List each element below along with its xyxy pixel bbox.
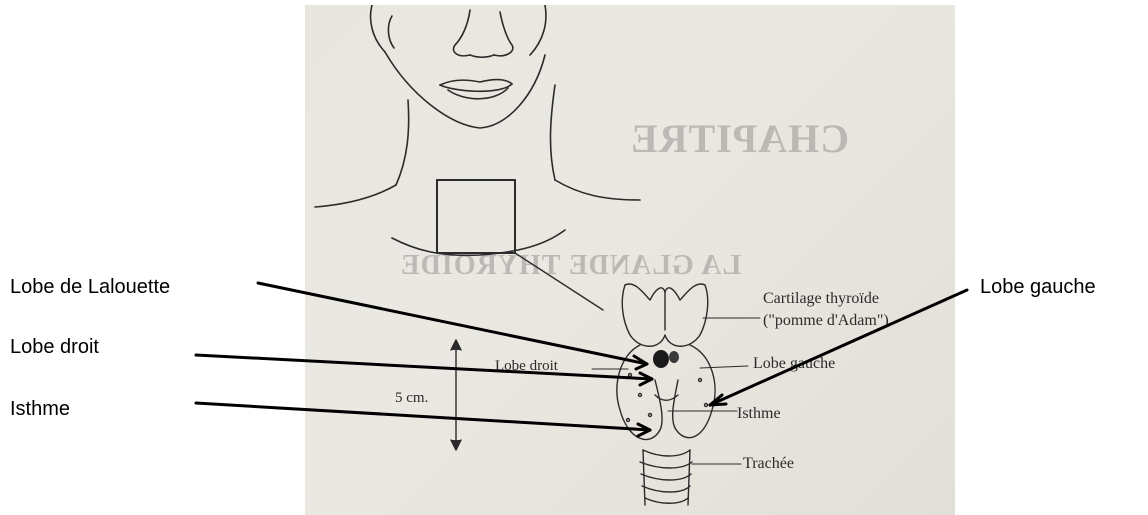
callout-lobe-de-lalouette: Lobe de Lalouette — [10, 276, 170, 299]
face-drawing — [315, 5, 640, 255]
callout-isthme: Isthme — [10, 398, 70, 421]
callout-line-lobe-droit — [196, 355, 652, 379]
callout-lobe-gauche: Lobe gauche — [980, 276, 1096, 299]
callout-line-isthme — [196, 403, 650, 430]
callout-lobe-droit: Lobe droit — [10, 336, 99, 359]
callout-line-lalouette — [258, 283, 647, 364]
thyroid-region-box — [437, 180, 515, 253]
callout-line-lobe-gauche — [710, 290, 967, 405]
scale-bar — [451, 340, 461, 450]
thyroid-illustration — [617, 284, 715, 505]
pyramidal-lobe-nodule — [653, 350, 679, 368]
zoom-line — [515, 253, 603, 310]
